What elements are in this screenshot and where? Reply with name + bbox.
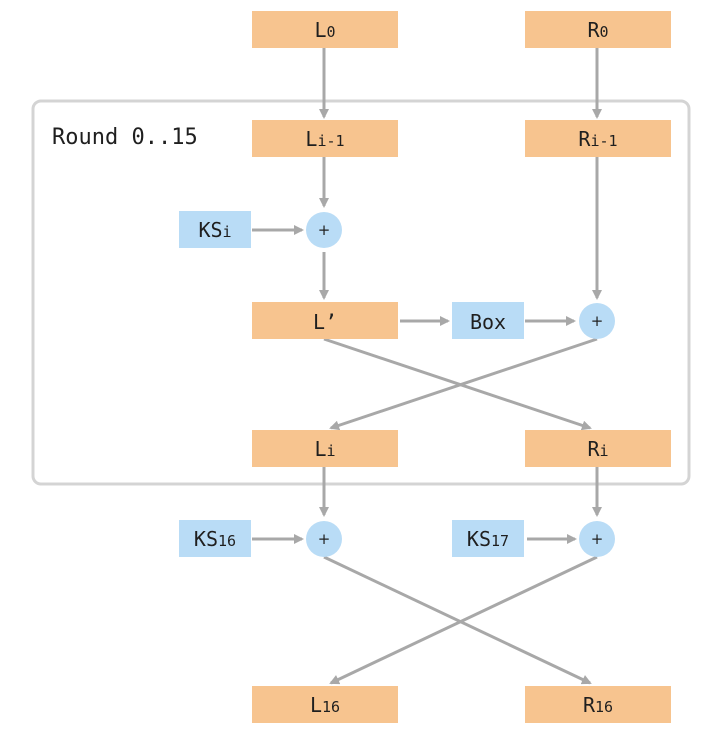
- xor-3: +: [306, 521, 342, 557]
- node-ks16: KS16: [179, 520, 251, 557]
- svg-text:Li-1: Li-1: [305, 127, 344, 151]
- svg-text:Ri: Ri: [587, 437, 608, 461]
- xor-2: +: [579, 303, 615, 339]
- node-r16: R16: [525, 686, 671, 723]
- node-li: Li: [252, 430, 398, 467]
- node-box: Box: [452, 302, 524, 339]
- svg-text:R16: R16: [583, 693, 613, 717]
- node-l16: L16: [252, 686, 398, 723]
- svg-text:Box: Box: [470, 310, 506, 334]
- arrow-xor2-to-li: [329, 337, 598, 431]
- svg-text:+: +: [591, 312, 604, 330]
- xor-4: +: [579, 521, 615, 557]
- svg-text:KSi: KSi: [198, 218, 231, 242]
- svg-text:R0: R0: [587, 18, 608, 42]
- svg-text:+: +: [591, 530, 604, 548]
- svg-text:+: +: [318, 221, 331, 239]
- svg-text:L16: L16: [310, 693, 340, 717]
- node-l-prime: L’: [252, 302, 398, 339]
- node-ks17: KS17: [452, 520, 524, 557]
- svg-text:+: +: [318, 530, 331, 548]
- svg-text:KS17: KS17: [467, 527, 509, 551]
- connectors: [252, 48, 602, 685]
- arrow-lprime-to-ri: [323, 337, 592, 431]
- xor-1: +: [306, 212, 342, 248]
- svg-text:KS16: KS16: [194, 527, 236, 551]
- svg-text:Ri-1: Ri-1: [578, 127, 617, 151]
- arrow-xor4-to-l16: [329, 555, 598, 685]
- round-frame: [31, 99, 691, 486]
- node-ri: Ri: [525, 430, 671, 467]
- round-label: Round 0..15: [52, 125, 198, 150]
- node-r-prev: Ri-1: [525, 120, 671, 157]
- arrow-xor3-to-r16: [323, 555, 592, 685]
- svg-text:L0: L0: [314, 18, 335, 42]
- node-r0: R0: [525, 11, 671, 48]
- svg-text:L’: L’: [313, 310, 337, 334]
- node-l-prev: Li-1: [252, 120, 398, 157]
- node-ks-i: KSi: [179, 211, 251, 248]
- node-l0: L0: [252, 11, 398, 48]
- svg-text:Li: Li: [314, 437, 335, 461]
